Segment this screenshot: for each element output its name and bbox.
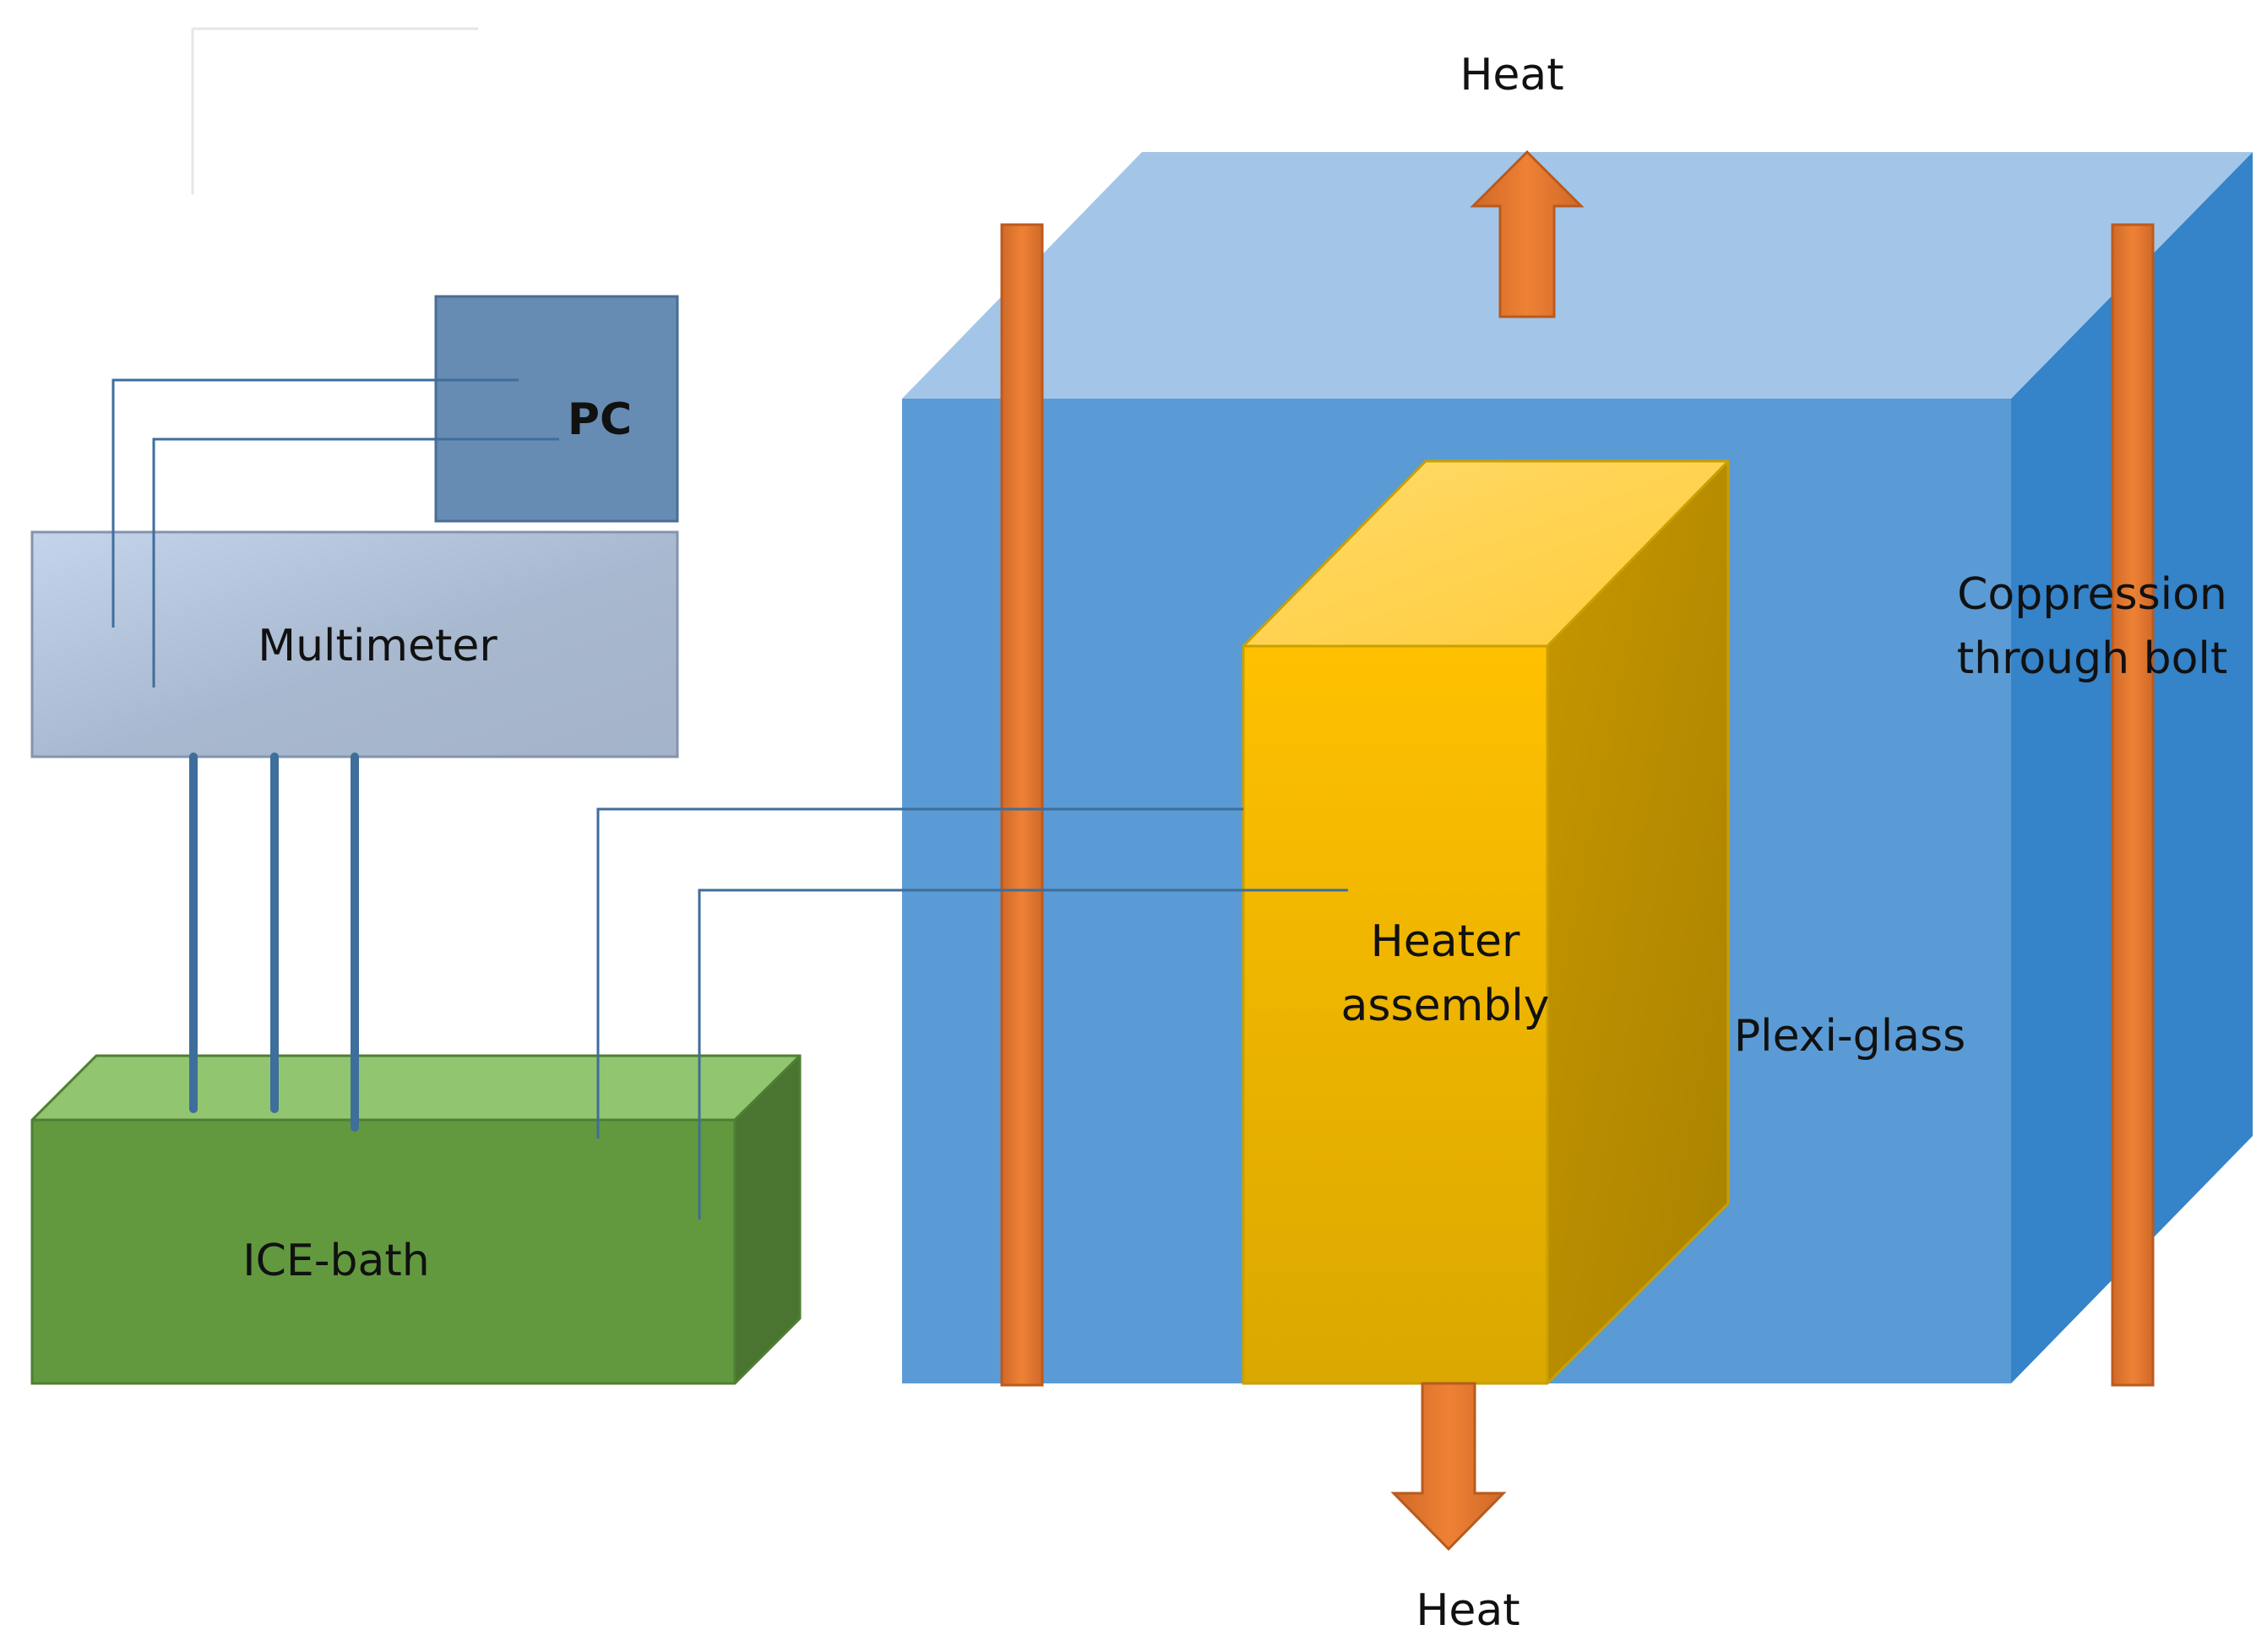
- heater-front-face: [1243, 646, 1547, 1383]
- multimeter-label: Multimeter: [258, 621, 497, 671]
- heater-top-face: [1243, 461, 1728, 646]
- thermocouple-wire-2: [698, 888, 1348, 1220]
- heater-side-face: [1547, 461, 1728, 1383]
- wire-pc-2: [152, 437, 559, 687]
- ice-bath-side-face: [735, 1056, 800, 1383]
- pc-multimeter-wires: [111, 378, 559, 687]
- compression-bolt-label-line1: Coppression: [1957, 569, 2227, 620]
- heater-outline: [1242, 459, 1730, 1385]
- heat-arrow-up-icon: [1470, 149, 1585, 318]
- heat-arrow-down-icon: [1390, 1382, 1507, 1551]
- plexiglass-top-face: [902, 152, 2253, 399]
- heat-bottom-label: Heat: [1416, 1585, 1519, 1636]
- ice-bath-top-face: [32, 1056, 800, 1120]
- ice-bath-label: ICE-bath: [242, 1236, 429, 1286]
- thermocouple-wires: [596, 807, 1348, 1220]
- pc-box: [434, 295, 679, 523]
- multimeter-box: [30, 530, 679, 758]
- compression-bolt-label-line2: through bolt: [1957, 633, 2228, 684]
- wire-pc-1: [111, 378, 519, 628]
- ice-bath-block: [30, 1054, 802, 1385]
- heat-top-label: Heat: [1460, 50, 1563, 101]
- multimeter-icebath-probes: [189, 753, 359, 1132]
- heater-assembly-label-line2: assembly: [1341, 981, 1550, 1031]
- thermocouple-wire-1: [596, 807, 1243, 1138]
- corner-guide-lines: [191, 27, 478, 194]
- plexiglass-label: Plexi-glass: [1734, 1011, 1965, 1062]
- ice-bath-front-face: [32, 1120, 735, 1383]
- pc-label: PC: [568, 394, 632, 445]
- heater-assembly-label-line1: Heater: [1371, 916, 1520, 967]
- bolt-right: [2111, 223, 2155, 1387]
- compression-bolts: [1000, 223, 2155, 1387]
- heater-assembly-block: [1242, 459, 1730, 1385]
- bolt-left: [1000, 223, 1044, 1387]
